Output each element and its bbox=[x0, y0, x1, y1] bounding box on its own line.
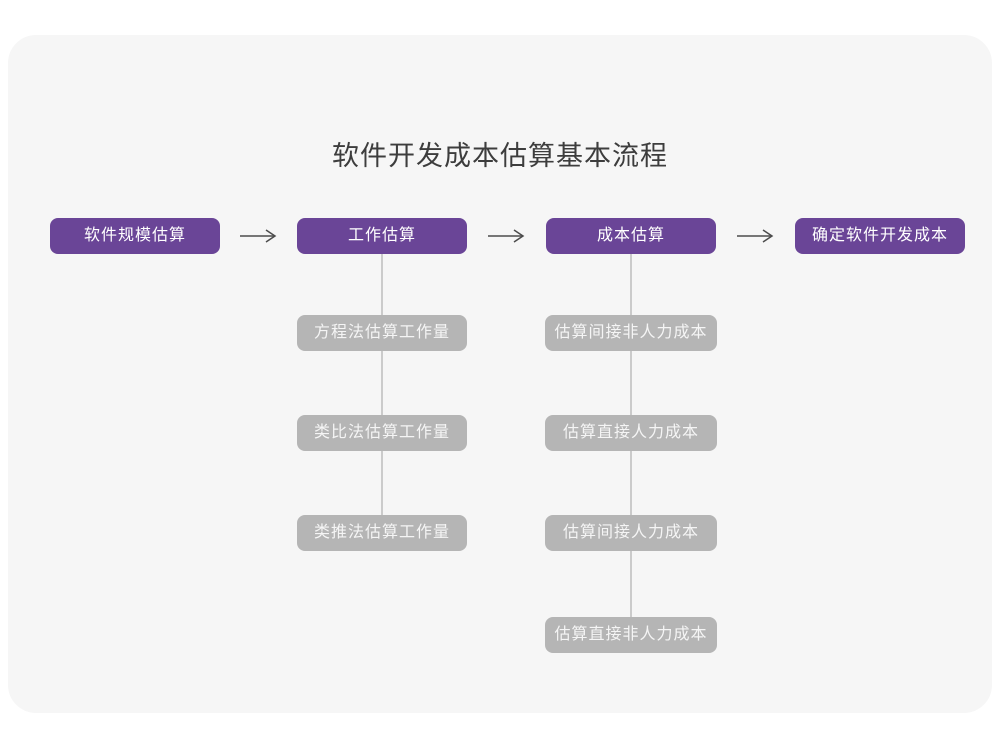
arrow-right-icon bbox=[488, 229, 525, 243]
arrow-right-icon bbox=[737, 229, 774, 243]
sub-node-direct-labor-cost: 估算直接人力成本 bbox=[545, 415, 717, 451]
sub-node-indirect-labor-cost: 估算间接人力成本 bbox=[545, 515, 717, 551]
sub-node-direct-nonlabor-cost: 估算直接非人力成本 bbox=[545, 617, 717, 653]
sub-node-analogy-method: 类比法估算工作量 bbox=[297, 415, 467, 451]
connector-line-work-column bbox=[381, 254, 383, 515]
diagram-title: 软件开发成本估算基本流程 bbox=[332, 141, 668, 171]
arrow-right-icon bbox=[240, 229, 277, 243]
sub-node-equation-method: 方程法估算工作量 bbox=[297, 315, 467, 351]
diagram-canvas: 软件开发成本估算基本流程 软件规模估算 工作估算 成本估算 确定软件开发成本 方… bbox=[8, 35, 992, 713]
flow-node-scale-estimation: 软件规模估算 bbox=[50, 218, 220, 254]
sub-node-indirect-nonlabor-cost: 估算间接非人力成本 bbox=[545, 315, 717, 351]
flow-node-cost-estimation: 成本估算 bbox=[546, 218, 716, 254]
flow-node-work-estimation: 工作估算 bbox=[297, 218, 467, 254]
flow-node-final-cost: 确定软件开发成本 bbox=[795, 218, 965, 254]
sub-node-extrapolation-method: 类推法估算工作量 bbox=[297, 515, 467, 551]
